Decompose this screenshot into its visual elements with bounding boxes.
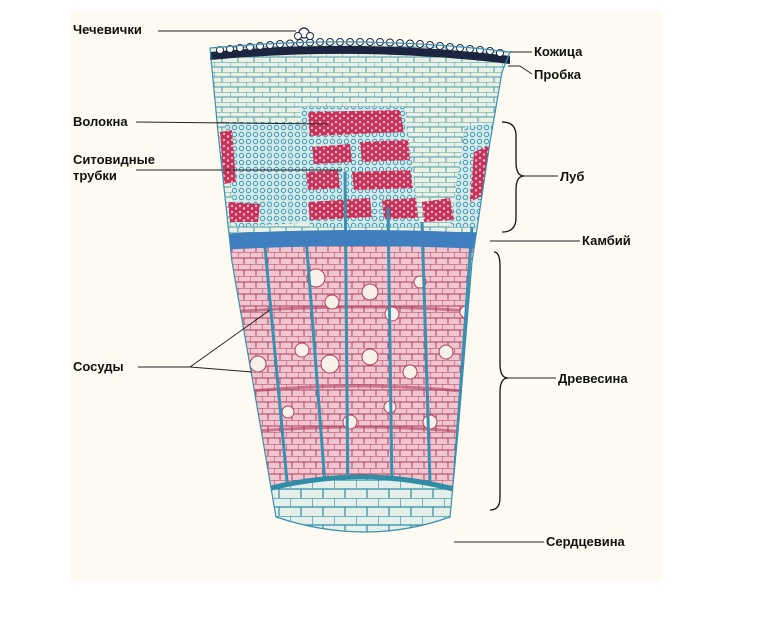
label-sieve-tubes-line1: Ситовидные — [73, 152, 155, 167]
label-cambium: Камбий — [582, 233, 631, 248]
pith-region — [256, 477, 464, 532]
label-skin: Кожица — [534, 44, 583, 59]
label-sieve-tubes-line2: трубки — [73, 168, 117, 183]
label-fibers: Волокна — [73, 114, 128, 129]
label-pith: Сердцевина — [546, 534, 625, 549]
stem-cross-section-figure: Чечевички Кожица Пробка Волокна Ситовидн… — [70, 12, 662, 580]
bast-bracket — [501, 121, 525, 233]
bast-layer — [210, 42, 510, 242]
medullary-rays — [263, 171, 474, 508]
wood-bracket — [489, 251, 509, 511]
cambium-band — [220, 230, 500, 250]
label-cork: Пробка — [534, 67, 581, 82]
label-bast: Луб — [560, 169, 585, 184]
stem-diagram — [135, 27, 580, 543]
label-sieve-tubes: Ситовидные трубки — [73, 152, 155, 184]
label-vessels: Сосуды — [73, 359, 124, 374]
cork-band — [210, 45, 510, 64]
lenticel-bump — [294, 27, 314, 40]
label-lenticels: Чечевички — [73, 22, 142, 37]
label-wood: Древесина — [558, 371, 628, 386]
pith-border — [255, 474, 465, 495]
leader-lines — [135, 30, 580, 543]
stem-outline — [209, 41, 511, 533]
